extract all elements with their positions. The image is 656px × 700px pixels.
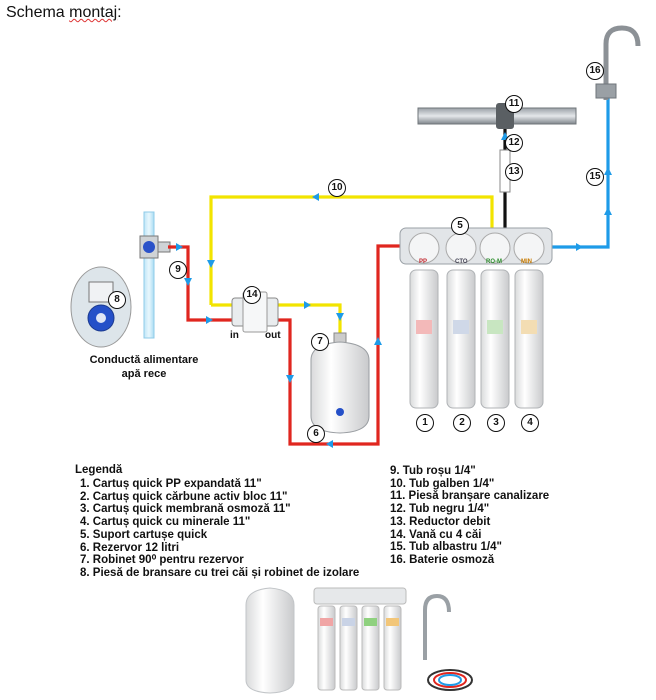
legend-item: 1. Cartuș quick PP expandată 11" (80, 478, 262, 490)
three-way-valve (139, 235, 171, 259)
callout-14: 14 (243, 286, 261, 304)
legend-item: 11. Piesă branșare canalizare (390, 490, 550, 503)
callout-16: 16 (586, 62, 604, 80)
supply-caption-line-1: Conductă alimentare (89, 354, 199, 366)
legend-title: Legendă (75, 464, 123, 476)
legend-left-list: 1. Cartuș quick PP expandată 11" 2. Cart… (80, 478, 359, 580)
legend-item: 4. Cartuș quick cu minerale 11" (80, 516, 251, 529)
cartridge-number-1: 1 (416, 414, 434, 432)
legend-item: 9. Tub roșu 1/4" (390, 465, 476, 477)
legend-item: 10. Tub galben 1/4" (390, 477, 495, 490)
drain-saddle (417, 103, 577, 129)
cartridge-tag-min: MIN (521, 259, 532, 265)
supply-pipe (143, 211, 155, 339)
callout-9: 9 (169, 261, 187, 279)
legend-item: 5. Suport cartușe quick (80, 528, 208, 541)
legend-item: 15. Tub albastru 1/4" (390, 541, 502, 554)
legend-item: 6. Rezervor 12 litri (80, 541, 180, 554)
supply-caption-line-2: apă rece (121, 368, 167, 380)
legend-item: 8. Piesă de bransare cu trei căi și robi… (80, 566, 360, 579)
legend-right-list: 9. Tub roșu 1/4" 10. Tub galben 1/4" 11.… (390, 465, 549, 567)
callout-10: 10 (328, 179, 346, 197)
legend-item: 16. Baterie osmoză (390, 553, 495, 566)
cartridges (409, 269, 544, 409)
product-photo (245, 587, 473, 694)
cartridge-tag-rom: RO-M (486, 259, 502, 265)
cartridge-number-4: 4 (521, 414, 539, 432)
valve-magnifier (70, 266, 132, 348)
callout-7: 7 (311, 333, 329, 351)
faucet (595, 25, 641, 100)
cartridge-tag-cto: CTO (455, 259, 468, 265)
legend-item: 13. Reductor debit (390, 515, 491, 528)
page-title: Schema montaj: (6, 4, 122, 21)
legend-item: 7. Robinet 90⁰ pentru rezervor (80, 554, 244, 567)
callout-12: 12 (505, 134, 523, 152)
cartridge-bracket (399, 227, 553, 265)
legend-item: 12. Tub negru 1/4" (390, 503, 490, 516)
cartridge-number-3: 3 (487, 414, 505, 432)
legend-item: 2. Cartuș quick cărbune activ bloc 11" (80, 490, 288, 503)
callout-6: 6 (307, 425, 325, 443)
callout-15: 15 (586, 168, 604, 186)
callout-8: 8 (108, 291, 126, 309)
callout-5: 5 (451, 217, 469, 235)
supply-pipe-caption: Conductă alimentare apă rece (84, 353, 204, 381)
valve-out-label: out (265, 330, 281, 341)
legend-item: 14. Vană cu 4 căi (390, 528, 482, 541)
callout-13: 13 (505, 163, 523, 181)
cartridge-number-2: 2 (453, 414, 471, 432)
legend-item: 3. Cartuș quick membrană osmoză 11" (80, 503, 291, 516)
callout-11: 11 (505, 95, 523, 113)
cartridge-tag-pp: PP (419, 259, 428, 265)
valve-in-label: in (230, 330, 239, 341)
